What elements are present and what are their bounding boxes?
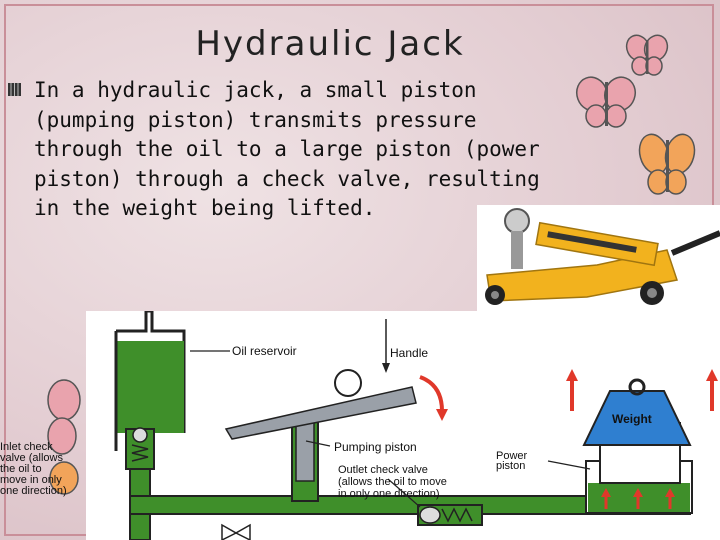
floor-jack-image (477, 205, 720, 311)
label-pumping-piston: Pumping piston (334, 440, 417, 454)
butterfly-icon (625, 34, 669, 76)
label-inlet-3: the oil to (0, 463, 42, 475)
label-inlet-5: one direction) (0, 485, 67, 497)
label-outlet-check-valve-2: (allows the oil to move (338, 476, 447, 488)
slide-title: Hydraulic Jack (195, 24, 465, 64)
label-handle: Handle (390, 346, 428, 360)
label-inlet-2: valve (allows (0, 452, 63, 464)
bullet-square-icon (8, 83, 21, 96)
label-outlet-check-valve-3: in only one direction) (338, 488, 440, 500)
inlet-check-valve-label: Inlet check valve (allows the oil to mov… (0, 441, 67, 497)
label-inlet-1: Inlet check (0, 441, 53, 453)
label-power-piston-1: Power (496, 450, 528, 462)
bullet-text: In a hydraulic jack, a small piston (pum… (34, 78, 540, 220)
butterfly-icon (638, 133, 696, 195)
label-oil-reservoir: Oil reservoir (232, 344, 297, 358)
label-inlet-4: move in only (0, 474, 62, 486)
oil-reservoir-outline (116, 311, 186, 433)
weight-block (582, 390, 692, 446)
hydraulic-jack-diagram: Oil reservoir Handle Pumping piston Outl… (86, 311, 720, 540)
label-outlet-check-valve-1: Outlet check valve (338, 464, 428, 476)
label-weight: Weight (612, 412, 652, 426)
oil-reservoir (116, 341, 184, 433)
hand-icon (334, 369, 362, 397)
butterfly-icon (576, 76, 636, 128)
handle-lever (224, 386, 417, 440)
butterfly-icon (47, 379, 81, 495)
label-power-piston-2: piston (496, 460, 525, 472)
